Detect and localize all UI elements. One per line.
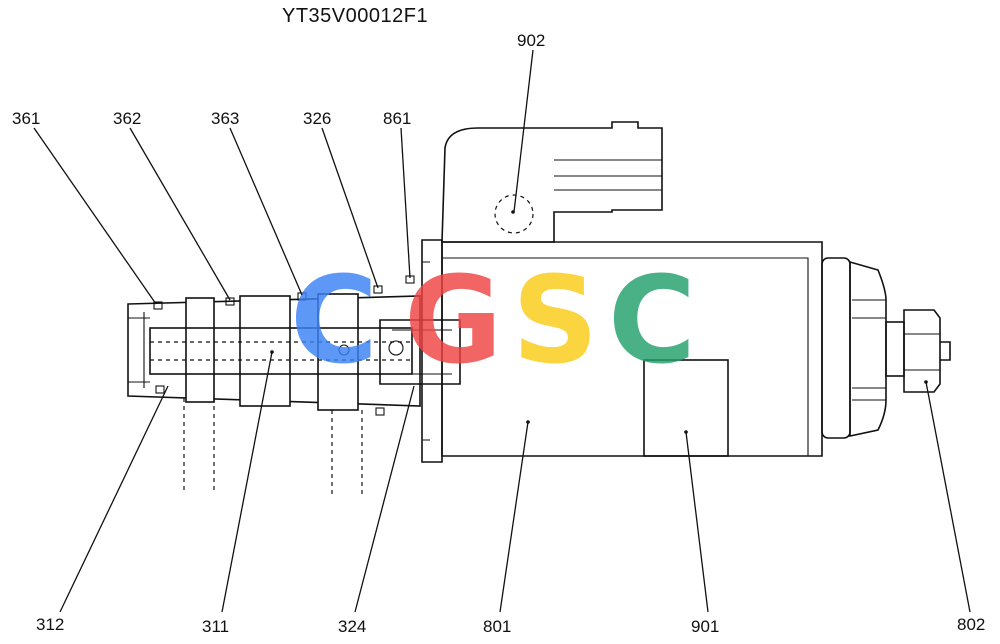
callout-312: 312 <box>36 615 64 634</box>
callout-363: 363 <box>211 109 239 128</box>
callout-901: 901 <box>691 617 719 636</box>
part-number-title: YT35V00012F1 <box>282 5 428 27</box>
rear-nut-assembly <box>821 257 951 439</box>
callout-326: 326 <box>303 109 331 128</box>
callout-324: 324 <box>338 617 366 636</box>
callout-362: 362 <box>113 109 141 128</box>
valve-cartridge <box>127 275 461 494</box>
callout-802: 802 <box>957 615 985 634</box>
watermark: C G S C <box>290 252 696 391</box>
callout-labels: 902 361 362 363 326 861 312 311 324 801 … <box>12 31 985 636</box>
callout-861: 861 <box>383 109 411 128</box>
callout-311: 311 <box>202 617 229 636</box>
watermark-letter-c2: C <box>608 252 696 391</box>
watermark-letter-s: S <box>512 252 598 391</box>
watermark-letter-c1: C <box>290 252 378 391</box>
spool-311 <box>149 327 413 375</box>
callout-801: 801 <box>483 617 511 636</box>
terminal-block-901 <box>643 359 729 457</box>
callout-902: 902 <box>517 31 545 50</box>
solenoid-body <box>421 121 823 463</box>
callout-361: 361 <box>12 109 40 128</box>
watermark-letter-g: G <box>404 252 503 391</box>
hidden-terminal-902 <box>494 194 534 234</box>
leader-lines <box>33 49 971 613</box>
